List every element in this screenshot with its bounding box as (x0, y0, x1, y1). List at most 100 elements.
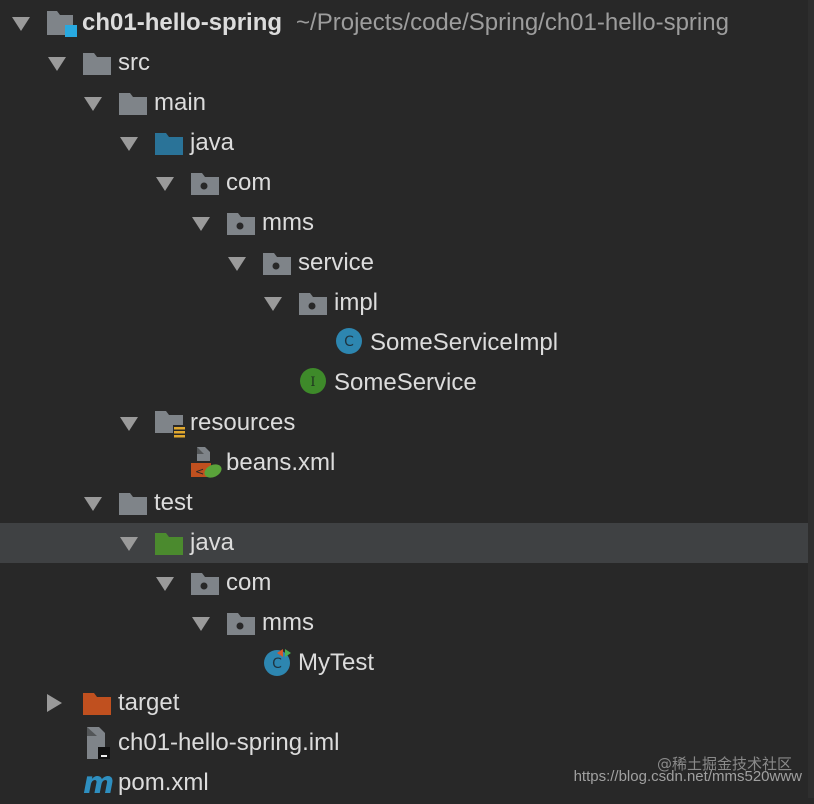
item-name: com (226, 169, 272, 196)
tree-item-java[interactable]: java (0, 523, 808, 563)
resources-folder-icon (155, 411, 186, 439)
tree-item-label: beans.xml (226, 449, 335, 477)
chevron-down-icon[interactable] (156, 577, 174, 591)
project-path: ~/Projects/code/Spring/ch01-hello-spring (296, 9, 729, 36)
tree-item-target[interactable]: target (0, 683, 808, 723)
item-name: main (154, 89, 207, 116)
item-name: test (154, 489, 193, 516)
item-name: SomeService (334, 369, 477, 396)
item-name: com (226, 569, 272, 596)
tree-item-label: mms (262, 209, 314, 237)
tree-item-label: ch01-hello-spring.iml (118, 729, 339, 757)
tree-item-label: impl (334, 289, 378, 317)
tree-item-label: java (190, 529, 234, 557)
tree-item-label: com (226, 169, 271, 197)
chevron-down-icon[interactable] (120, 537, 138, 551)
item-name: service (298, 249, 375, 276)
tree-item-label: SomeServiceImpl (370, 329, 558, 357)
item-name: java (190, 529, 235, 556)
svg-text:<: < (195, 465, 204, 478)
item-name: src (118, 49, 150, 76)
test-folder-icon (155, 531, 183, 555)
tree-item-someservice[interactable]: I SomeService (0, 363, 808, 403)
chevron-right-icon[interactable] (47, 694, 62, 712)
chevron-down-icon[interactable] (84, 97, 102, 111)
item-name: mms (262, 209, 314, 236)
tree-item-ch01-hello-spring[interactable]: ch01-hello-spring ~/Projects/code/Spring/… (0, 3, 808, 43)
test-class-icon: C (263, 647, 291, 676)
package-icon (299, 291, 327, 315)
svg-text:C: C (344, 334, 354, 350)
watermark-url: https://blog.csdn.net/mms520www (573, 768, 802, 785)
tree-item-label: SomeService (334, 369, 477, 397)
chevron-down-icon[interactable] (192, 217, 210, 231)
tree-item-main[interactable]: main (0, 83, 808, 123)
module-folder-icon (47, 11, 77, 37)
tree-item-ch01-hello-spring-iml[interactable]: ch01-hello-spring.iml (0, 723, 808, 763)
tree-item-label: MyTest (298, 649, 374, 677)
tree-item-src[interactable]: src (0, 43, 808, 83)
tree-item-label: com (226, 569, 271, 597)
tree-item-label: java (190, 129, 234, 157)
svg-text:I: I (310, 375, 315, 390)
tree-item-label: mms (262, 609, 314, 637)
package-icon (227, 611, 255, 635)
scrollbar-track[interactable] (808, 0, 814, 798)
chevron-down-icon[interactable] (120, 137, 138, 151)
item-name: beans.xml (226, 449, 336, 476)
maven-icon: m (83, 766, 114, 801)
item-name: ch01-hello-spring.iml (118, 729, 340, 756)
tree-item-service[interactable]: service (0, 243, 808, 283)
item-name: impl (334, 289, 379, 316)
tree-item-mytest[interactable]: C MyTest (0, 643, 808, 683)
source-folder-icon (155, 131, 183, 155)
item-name: pom.xml (118, 769, 209, 796)
package-icon (227, 211, 255, 235)
tree-item-label: target (118, 689, 179, 717)
chevron-down-icon[interactable] (264, 297, 282, 311)
item-name: resources (190, 409, 296, 436)
tree-item-label: pom.xml (118, 769, 209, 797)
item-name: ch01-hello-spring (82, 9, 283, 36)
tree-item-someserviceimpl[interactable]: C SomeServiceImpl (0, 323, 808, 363)
item-name: mms (262, 609, 314, 636)
tree-item-label: src (118, 49, 150, 77)
tree-item-beans-xml[interactable]: < beans.xml (0, 443, 808, 483)
tree-item-label: ch01-hello-spring ~/Projects/code/Spring/… (82, 9, 729, 37)
chevron-down-icon[interactable] (228, 257, 246, 271)
folder-icon (119, 91, 147, 115)
chevron-down-icon[interactable] (48, 57, 66, 71)
package-icon (191, 571, 219, 595)
iml-file-icon (83, 727, 111, 759)
tree-item-com[interactable]: com (0, 563, 808, 603)
tree-item-label: test (154, 489, 193, 517)
package-icon (191, 171, 219, 195)
folder-icon (83, 51, 111, 75)
item-name: target (118, 689, 180, 716)
tree-item-mms[interactable]: mms (0, 203, 808, 243)
chevron-down-icon[interactable] (156, 177, 174, 191)
svg-text:m: m (83, 771, 114, 799)
tree-item-mms[interactable]: mms (0, 603, 808, 643)
tree-item-resources[interactable]: resources (0, 403, 808, 443)
tree-item-impl[interactable]: impl (0, 283, 808, 323)
class-icon: C (335, 327, 363, 354)
chevron-down-icon[interactable] (12, 17, 30, 31)
tree-item-com[interactable]: com (0, 163, 808, 203)
chevron-down-icon[interactable] (120, 417, 138, 431)
spring-xml-icon: < (191, 447, 222, 478)
watermark-community: @稀土掘金技术社区 (656, 755, 792, 773)
tree-item-test[interactable]: test (0, 483, 808, 523)
package-icon (263, 251, 291, 275)
item-name: SomeServiceImpl (370, 329, 559, 356)
tree-item-label: resources (190, 409, 295, 437)
tree-item-java[interactable]: java (0, 123, 808, 163)
item-name: java (190, 129, 235, 156)
tree-item-label: service (298, 249, 374, 277)
chevron-down-icon[interactable] (84, 497, 102, 511)
interface-icon: I (299, 367, 327, 394)
svg-text:C: C (272, 656, 282, 672)
tree-item-label: main (154, 89, 206, 117)
chevron-down-icon[interactable] (192, 617, 210, 631)
